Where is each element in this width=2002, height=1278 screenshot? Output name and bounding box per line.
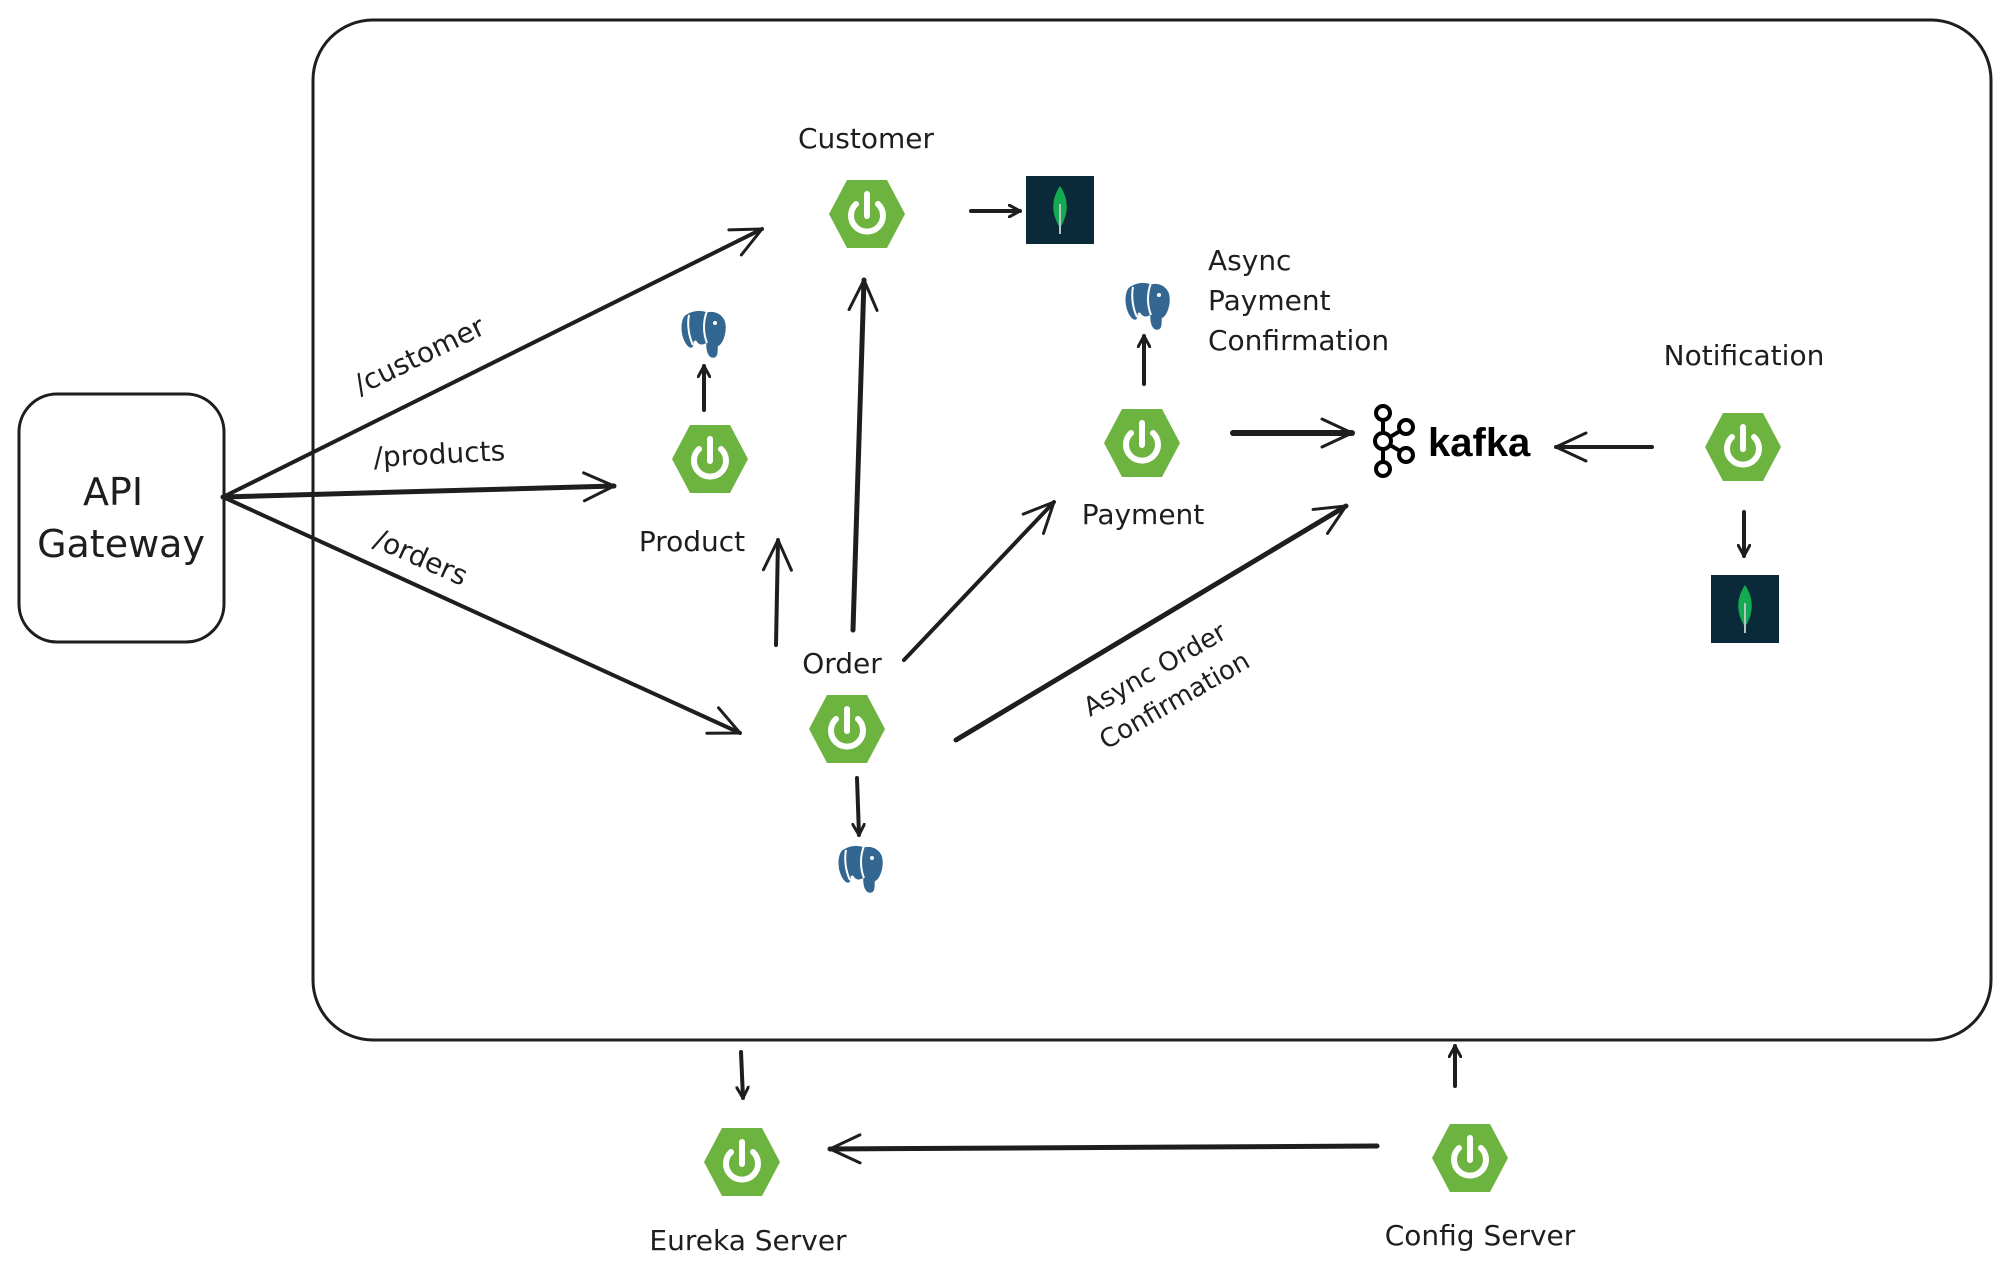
config-to-eureka-arrow — [827, 1133, 1380, 1165]
order-spring-boot-icon[interactable] — [809, 695, 885, 763]
route-label-orders: /orders — [369, 522, 473, 592]
order-to-product-arrow — [761, 538, 793, 647]
async-payment-label-line1: Async — [1208, 244, 1291, 277]
product-postgresql-icon — [679, 308, 729, 361]
order-to-customer-arrow — [847, 277, 879, 633]
async-payment-label-line3: Confirmation — [1208, 324, 1389, 357]
customer-spring-boot-icon[interactable] — [829, 180, 905, 248]
order-to-payment-arrow — [902, 500, 1056, 662]
notification-spring-boot-icon[interactable] — [1705, 413, 1781, 481]
service-label-customer: Customer — [798, 122, 934, 155]
service-label-order: Order — [802, 647, 882, 680]
service-label-eureka: Eureka Server — [649, 1224, 847, 1257]
api-gateway-label-line1: API — [83, 470, 143, 514]
kafka-icon[interactable] — [1373, 404, 1415, 478]
route-label-products: /products — [373, 434, 506, 474]
service-label-product: Product — [639, 525, 745, 558]
service-label-payment: Payment — [1082, 498, 1205, 531]
route-arrow-customer — [221, 227, 764, 499]
boundary-to-eureka-arrow — [741, 1050, 743, 1100]
customer-mongodb-icon — [1026, 176, 1094, 244]
service-label-config: Config Server — [1385, 1219, 1576, 1252]
route-label-customer: /customer — [349, 309, 491, 401]
product-spring-boot-icon[interactable] — [672, 425, 748, 493]
kafka-label: kafka — [1428, 421, 1531, 465]
eureka-spring-boot-icon[interactable] — [704, 1128, 780, 1196]
route-arrow-orders — [221, 495, 742, 735]
system-boundary — [311, 18, 1993, 1042]
order-to-db-arrow — [857, 776, 859, 837]
api-gateway-label-line2: Gateway — [37, 522, 205, 566]
service-label-notification: Notification — [1664, 339, 1825, 372]
payment-postgresql-icon — [1123, 280, 1173, 333]
order-postgresql-icon — [836, 843, 886, 896]
async-payment-label-line2: Payment — [1208, 284, 1331, 317]
api-gateway-box[interactable] — [17, 392, 226, 644]
notification-mongodb-icon — [1711, 575, 1779, 643]
payment-spring-boot-icon[interactable] — [1104, 409, 1180, 477]
route-arrow-products — [220, 471, 617, 503]
order-to-kafka-arrow — [953, 503, 1349, 743]
config-spring-boot-icon[interactable] — [1432, 1124, 1508, 1192]
